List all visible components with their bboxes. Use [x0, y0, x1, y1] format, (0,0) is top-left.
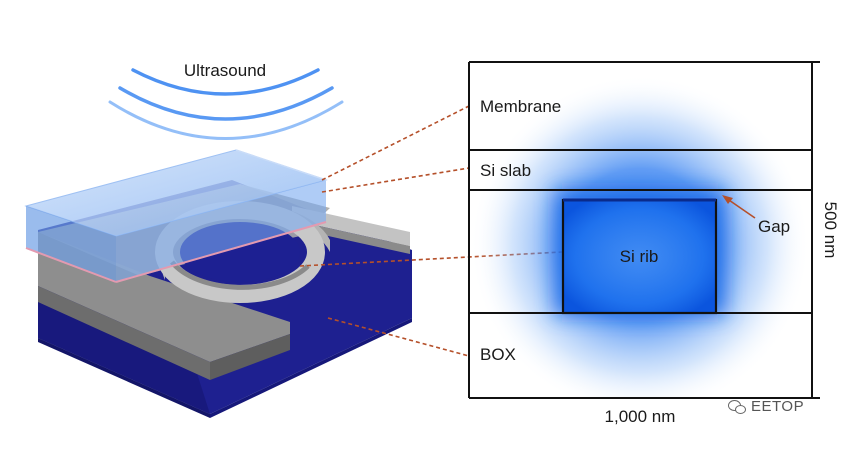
- box-label: BOX: [480, 345, 516, 364]
- wechat-icon: [728, 399, 746, 414]
- gap-label: Gap: [758, 217, 790, 236]
- ultrasound-label: Ultrasound: [184, 61, 266, 80]
- membrane-label: Membrane: [480, 97, 561, 116]
- leader-box: [327, 317, 470, 357]
- device-illustration: Ultrasound: [24, 61, 412, 418]
- gap-arrow-icon: [722, 195, 756, 219]
- leader-membrane: [321, 105, 470, 181]
- si-slab-label: Si slab: [480, 161, 531, 180]
- watermark: EETOP: [728, 398, 804, 415]
- si-rib-block: [561, 198, 718, 315]
- width-dimension-label: 1,000 nm: [605, 407, 676, 426]
- cross-section-panel: Membrane Si slab Si rib BOX Gap 1,000 nm…: [468, 61, 840, 426]
- leader-si-slab: [321, 167, 470, 193]
- ultrasound-waves-icon: [108, 68, 344, 140]
- si-rib-label: Si rib: [620, 247, 659, 266]
- membrane-layer: [24, 149, 328, 283]
- height-dimension-label: 500 nm: [821, 202, 840, 259]
- watermark-text: EETOP: [751, 398, 805, 415]
